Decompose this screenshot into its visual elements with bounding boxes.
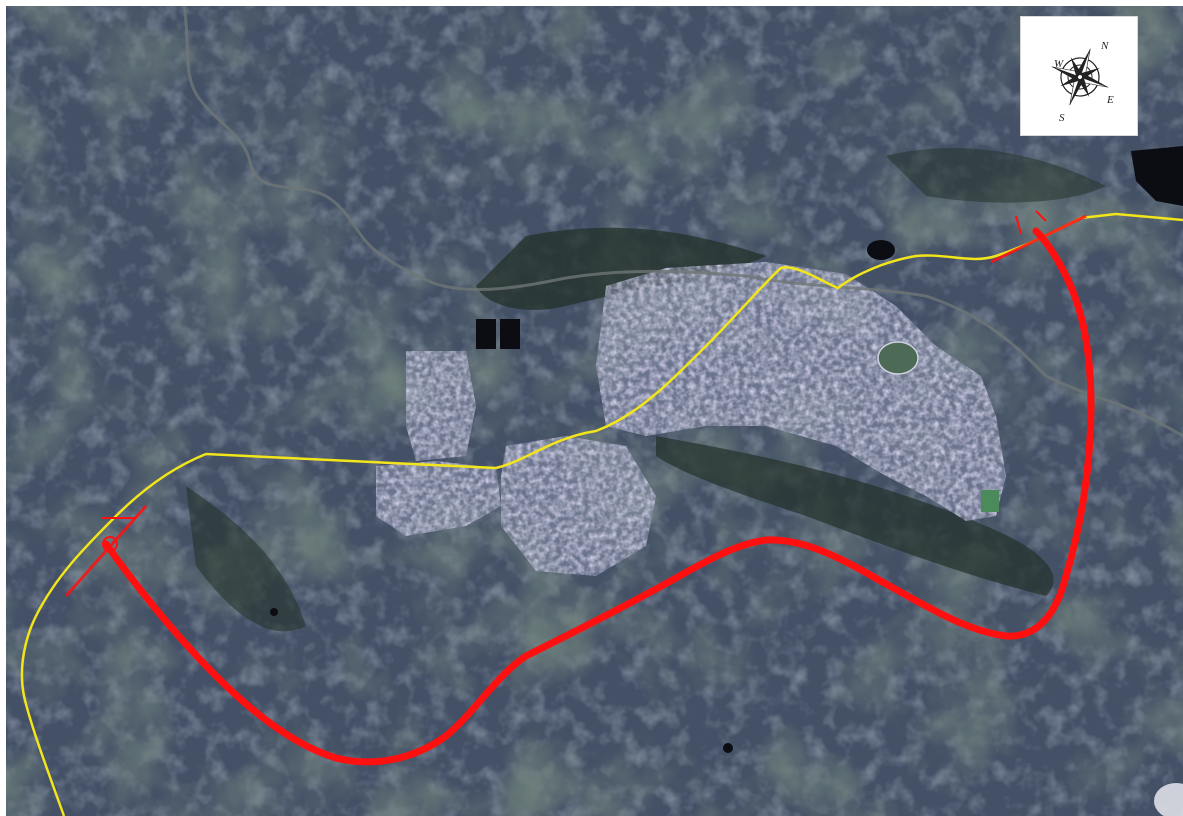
map-canvas (6, 6, 1183, 816)
proposed-route-junction (1035, 229, 1058, 262)
forest-patch (476, 227, 766, 310)
river (182, 6, 1183, 438)
junction-east-marker (1015, 210, 1047, 235)
cropped-caption-strip (0, 0, 1183, 6)
pond (500, 319, 520, 349)
pond (723, 743, 733, 753)
junction-west-loop (102, 536, 118, 552)
compass-rose-icon: N W E S (1051, 40, 1114, 124)
forest-patch (886, 147, 1106, 203)
compass-north-label: N (1100, 40, 1109, 52)
forest-patch (186, 486, 306, 632)
compass-east-label: E (1106, 94, 1114, 106)
sports-field (981, 490, 999, 512)
junction-east-segment (990, 214, 1087, 264)
cloud-patch (1154, 783, 1183, 816)
sports-field (877, 341, 919, 375)
existing-road (20, 212, 1183, 816)
pond (867, 240, 895, 260)
pond (1131, 146, 1183, 206)
satellite-map[interactable]: N W E S (6, 6, 1183, 816)
junction-west-segment (64, 505, 148, 597)
proposed-route (102, 227, 1095, 766)
pond (476, 319, 496, 349)
forest-patch (656, 436, 1054, 596)
pond (270, 608, 278, 616)
compass-west-label: W (1054, 58, 1064, 70)
compass-south-label: S (1059, 112, 1065, 124)
vegetation-texture (6, 6, 1183, 816)
compass-rose: N W E S (1020, 16, 1138, 136)
